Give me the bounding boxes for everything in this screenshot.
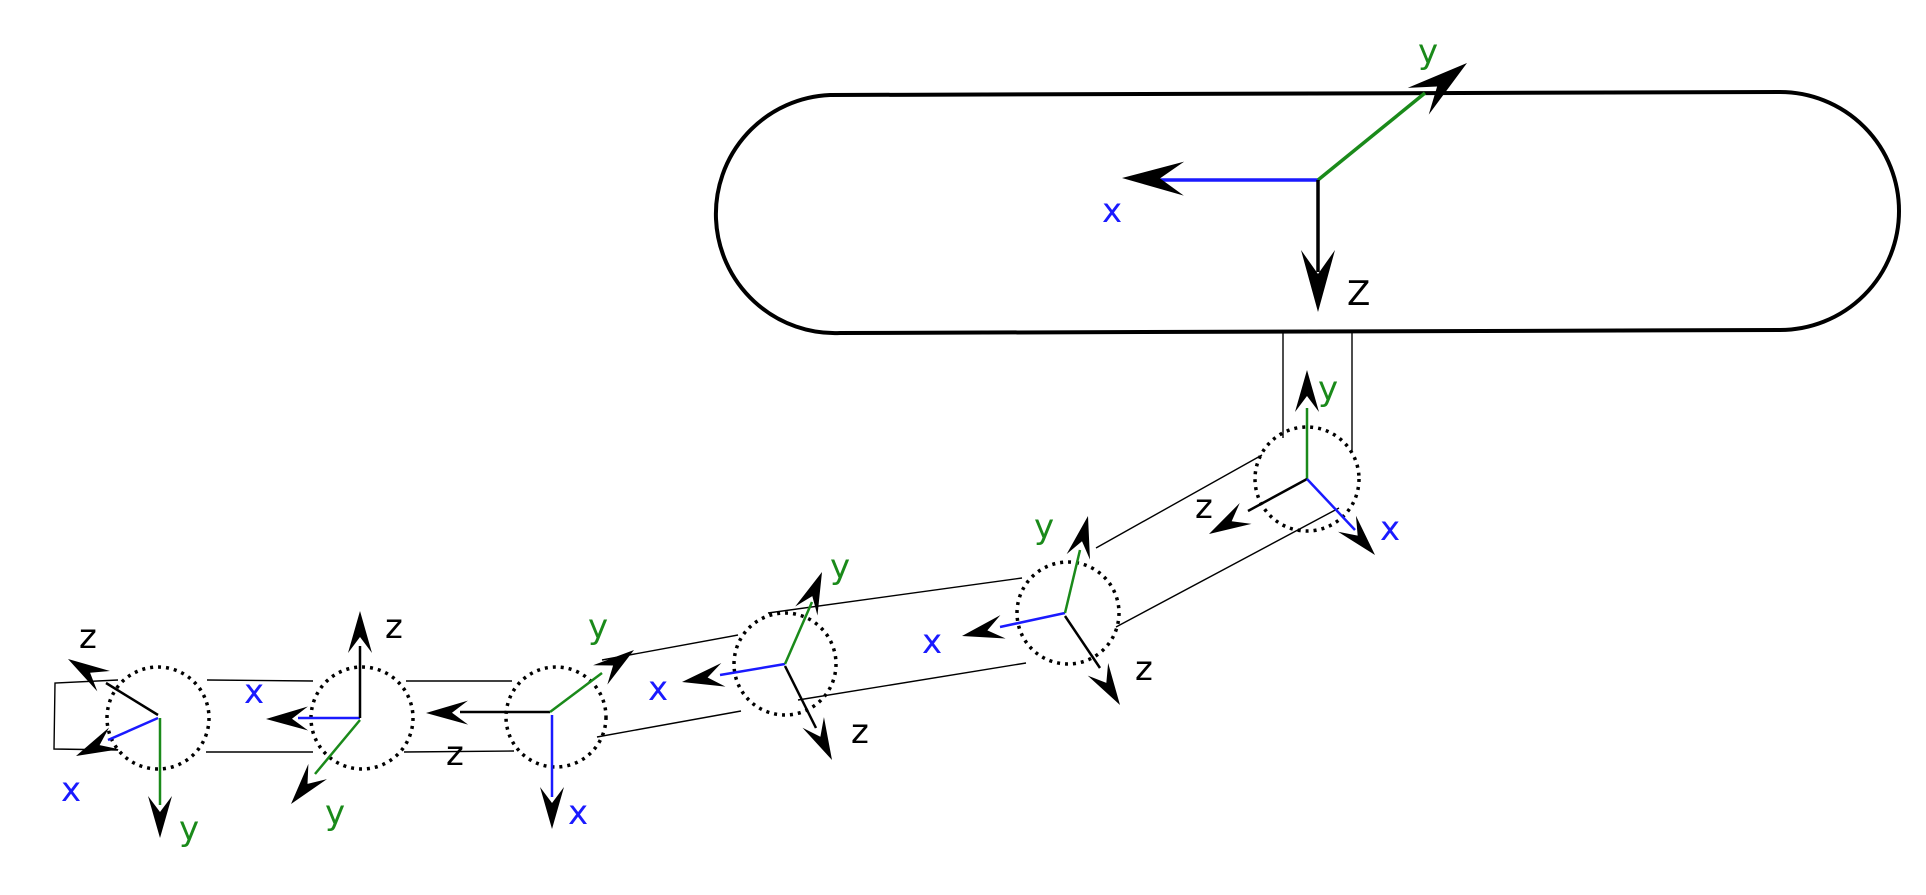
joint-5-y-arrowhead-icon (1066, 516, 1090, 560)
joint-5-y-axis-arrow (1063, 516, 1090, 614)
joint-6-z-axis-line (1247, 477, 1308, 513)
joint-3-circle (504, 665, 608, 769)
joint-4-y-axis-line (783, 601, 814, 665)
joint-5-x-axis-line (999, 611, 1066, 629)
joint-2-x-axis-arrow (266, 706, 360, 731)
joint-6-x-axis-line (1306, 478, 1356, 531)
base-x-label: x (1102, 191, 1122, 231)
joint-1-z-axis-arrow (68, 659, 159, 717)
joint-1-x-axis-line (107, 716, 159, 742)
joint-4-z-arrowhead-icon (802, 717, 832, 760)
joint-5-x-axis-arrow (962, 611, 1066, 639)
base-z-arrowhead-icon (1301, 250, 1335, 312)
link-5-6-top (1095, 454, 1263, 549)
joint-2-z-axis-arrow (348, 611, 372, 718)
joint-6-z-label: z (1195, 487, 1213, 527)
joint-6-x-arrowhead-icon (1338, 515, 1375, 555)
joint-4-x-arrowhead-icon (682, 662, 726, 687)
joint-4-circle (732, 611, 838, 717)
link-5-6-bottom (1115, 507, 1340, 628)
joint-6-y-label: y (1318, 369, 1338, 409)
joint-2-circle (309, 665, 415, 771)
joint-4-x-axis-arrow (682, 662, 786, 687)
base-y-label: y (1418, 32, 1438, 72)
joint-1-x-arrowhead-icon (76, 727, 120, 756)
joint-1-z-label: z (79, 617, 97, 657)
joint-3-x-label: x (568, 793, 588, 833)
axis-labels: y x Z z x y x z y y z x y x z y x z y z … (61, 32, 1438, 849)
base-y-axis-arrow (1316, 63, 1467, 182)
link-1-2-top (206, 679, 314, 682)
joint-5-z-label: z (1135, 649, 1153, 689)
joint-4-y-label: y (830, 547, 850, 587)
joint-1-circle (105, 665, 211, 771)
joint-2-x-arrowhead-icon (266, 706, 309, 731)
joint-5-z-axis-line (1063, 615, 1102, 669)
joint-2-y-label: y (325, 793, 345, 833)
joint-4-y-arrowhead-icon (795, 572, 822, 616)
joint-5-z-axis-arrow (1063, 615, 1120, 705)
base-z-label: Z (1347, 274, 1370, 314)
joint-6-y-axis-arrow (1295, 370, 1319, 479)
base-outline (713, 89, 1901, 336)
link-2-3-bottom (403, 750, 515, 753)
joint-3-x-arrowhead-icon (540, 787, 564, 829)
joint-6-z-arrowhead-icon (1209, 502, 1252, 534)
base-z-axis-arrow (1301, 180, 1335, 312)
joint-1-x-label: x (61, 770, 81, 810)
joint-5-x-label: x (922, 622, 942, 662)
joint-6-circle (1253, 425, 1361, 533)
joint-6-z-axis-arrow (1209, 477, 1308, 534)
base-x-axis-arrow (1122, 161, 1318, 196)
joint-3-y-axis-line (549, 672, 603, 713)
joint-2-y-arrowhead-icon (291, 763, 327, 804)
joint-circles (105, 425, 1361, 771)
joint-4-z-label: z (851, 712, 869, 752)
joint-4-x-axis-line (719, 662, 786, 677)
base-platform (713, 89, 1901, 336)
base-x-arrowhead-icon (1122, 161, 1185, 196)
joint-2-z-label: z (385, 607, 403, 647)
joint-6-x-label: x (1380, 509, 1400, 549)
joint-3-y-axis-arrow (549, 650, 634, 713)
joint-4-z-axis-line (783, 665, 818, 729)
joint-4-x-label: x (648, 669, 668, 709)
joint-1-z-axis-line (105, 681, 159, 717)
joint-1-y-axis-arrow (148, 718, 172, 838)
joint-1-y-label: y (179, 809, 199, 849)
joint-2-z-arrowhead-icon (348, 611, 372, 653)
joint-4-y-axis-arrow (783, 572, 822, 665)
joint-4-z-axis-arrow (783, 665, 832, 760)
coordinate-frames (68, 63, 1467, 838)
joint-1-z-arrowhead-icon (68, 659, 110, 692)
joint-1-x-axis-arrow (76, 716, 159, 756)
base-y-axis-line (1316, 91, 1427, 182)
joint-2-y-axis-arrow (291, 719, 361, 804)
joint-5-x-arrowhead-icon (962, 615, 1006, 639)
joint-3-y-label: y (588, 607, 608, 647)
joint-5-circle (1015, 560, 1121, 666)
joint-3-z-arrowhead-icon (426, 700, 469, 725)
joint-2-y-axis-line (314, 719, 361, 775)
joint-5-z-arrowhead-icon (1087, 662, 1120, 705)
joint-5-y-label: y (1034, 507, 1054, 547)
joint-3-z-label: z (446, 734, 464, 774)
joint-5-y-axis-line (1063, 549, 1082, 614)
base-y-arrowhead-icon (1407, 63, 1467, 115)
joint-3-x-axis-arrow (540, 715, 564, 829)
joint-6-x-axis-arrow (1306, 478, 1375, 555)
joint-3-z-axis-arrow (426, 700, 550, 725)
joint-1-y-arrowhead-icon (148, 796, 172, 838)
joint-6-y-arrowhead-icon (1295, 370, 1319, 412)
link-3-4-bottom (596, 710, 742, 738)
joint-2-x-label: x (244, 672, 264, 712)
link-4-5-bottom (797, 662, 1027, 701)
joint-3-y-arrowhead-icon (593, 650, 634, 685)
